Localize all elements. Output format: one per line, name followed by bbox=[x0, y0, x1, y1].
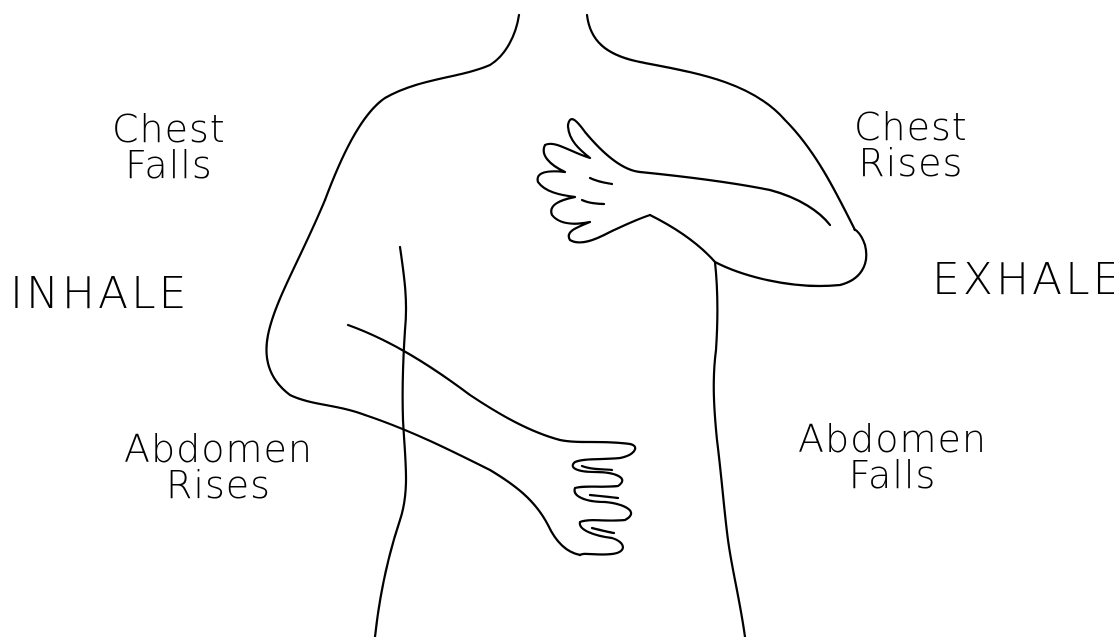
abdomen-falls-label: Abdomen Falls bbox=[798, 420, 987, 494]
left-torso-side bbox=[375, 247, 406, 637]
abdomen-hand bbox=[573, 444, 635, 555]
abdomen-rises-line2: Rises bbox=[124, 466, 313, 504]
right-neck-line bbox=[587, 15, 855, 230]
chest-rises-label: Chest Rises bbox=[854, 108, 968, 182]
chest-falls-line2: Falls bbox=[112, 146, 226, 184]
chest-rises-line2: Rises bbox=[854, 144, 968, 182]
abdomen-falls-line2: Falls bbox=[798, 456, 987, 494]
inhale-label: INHALE bbox=[10, 272, 189, 316]
left-upper-arm bbox=[266, 200, 365, 415]
exhale-label: EXHALE bbox=[932, 258, 1114, 302]
chest-hand-finger-line bbox=[582, 178, 612, 204]
abdomen-rises-label: Abdomen Rises bbox=[124, 430, 313, 504]
chest-falls-label: Chest Falls bbox=[112, 110, 226, 184]
left-forearm-top bbox=[348, 325, 630, 444]
left-neck-line bbox=[325, 15, 519, 200]
right-torso-side bbox=[714, 262, 745, 637]
right-forearm-bottom bbox=[650, 215, 866, 286]
right-forearm-top bbox=[640, 172, 830, 225]
